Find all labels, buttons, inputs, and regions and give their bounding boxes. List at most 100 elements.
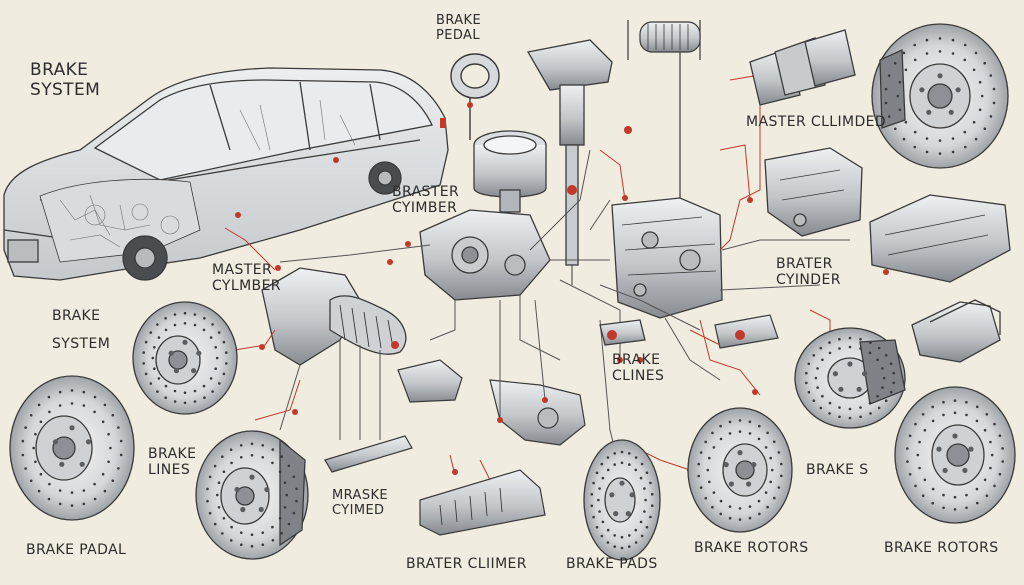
drill-hole — [164, 396, 167, 400]
drill-hole — [640, 534, 644, 538]
drill-hole — [828, 412, 831, 415]
label-line: BRAKE — [612, 352, 661, 368]
drill-hole — [848, 336, 852, 340]
drill-hole — [906, 460, 909, 463]
label-line: BRAKE — [148, 446, 197, 462]
drill-hole — [918, 440, 921, 444]
lug-bolt — [258, 506, 264, 513]
drill-hole — [47, 497, 51, 501]
drill-hole — [164, 328, 168, 332]
drill-hole — [70, 491, 74, 494]
drill-hole — [283, 481, 287, 485]
drill-hole — [985, 494, 989, 498]
drill-hole — [222, 517, 226, 520]
drill-hole — [697, 462, 700, 466]
drill-hole — [292, 511, 296, 515]
rotor-drill-holes — [21, 37, 1004, 550]
drill-hole — [103, 489, 107, 493]
drill-hole — [704, 440, 707, 444]
drill-hole — [156, 390, 159, 393]
drill-hole — [894, 127, 897, 131]
brake-caliper-icon — [764, 147, 863, 237]
drill-hole — [271, 448, 275, 451]
drill-hole — [780, 462, 783, 466]
drill-hole — [101, 472, 105, 476]
drill-hole — [261, 456, 265, 459]
label-line: MRASKE — [332, 488, 389, 503]
drill-hole — [921, 494, 925, 498]
label-master-climded: MASTER CLLIMDED — [746, 114, 887, 130]
label-master-cylmber: MASTER CYLMBER — [212, 262, 281, 294]
drill-hole — [777, 451, 781, 454]
drill-hole — [240, 531, 243, 534]
drill-hole — [925, 38, 929, 42]
drill-hole — [990, 453, 994, 457]
lug-bolt — [926, 109, 932, 115]
drill-hole — [938, 37, 942, 40]
drill-hole — [213, 522, 217, 526]
drill-hole — [634, 541, 638, 544]
drill-hole — [772, 440, 776, 444]
label-line: BRAKE — [52, 308, 101, 324]
lug-bolt — [919, 87, 925, 93]
drill-hole — [965, 493, 968, 497]
label-mraske-cyimed: MRASKE CYIMED — [332, 488, 389, 519]
drill-hole — [157, 336, 161, 339]
drill-hole — [173, 400, 177, 403]
drill-hole — [250, 533, 254, 536]
drill-hole — [613, 463, 616, 466]
drill-hole — [34, 432, 37, 436]
drill-hole — [764, 491, 768, 494]
drill-hole — [992, 101, 996, 105]
drill-hole — [914, 422, 917, 426]
drill-hole — [699, 486, 703, 489]
drill-hole — [21, 439, 25, 443]
label-line: SYSTEM — [52, 336, 111, 353]
drill-hole — [975, 419, 979, 423]
drill-hole — [913, 58, 917, 62]
drill-hole — [708, 480, 711, 484]
drill-hole — [117, 467, 120, 470]
drill-hole — [814, 376, 818, 380]
drill-hole — [590, 493, 594, 496]
drill-hole — [639, 476, 643, 480]
lug-bolt — [79, 461, 85, 467]
drill-hole — [606, 456, 610, 459]
drill-hole — [892, 371, 895, 375]
drill-hole — [216, 493, 219, 497]
drill-hole — [82, 404, 86, 407]
drill-hole — [869, 412, 872, 415]
drill-hole — [965, 400, 968, 404]
drill-hole — [748, 432, 752, 435]
label-line: CYINDER — [776, 272, 841, 289]
drill-hole — [292, 475, 296, 479]
drill-hole — [951, 150, 955, 154]
label-brake-pads: BRAKE PADS — [566, 556, 658, 572]
drill-hole — [640, 462, 644, 466]
drill-hole — [600, 462, 604, 466]
drill-hole — [963, 130, 967, 134]
lug-bolt — [728, 481, 735, 487]
drill-hole — [634, 456, 638, 459]
drill-hole — [748, 505, 752, 508]
label-line: BRATER — [776, 256, 833, 272]
label-brater-cyinder: BRATER CYINDER — [776, 256, 841, 288]
suspension-knuckle-icon — [261, 267, 407, 366]
drill-hole — [206, 487, 209, 491]
drill-hole — [974, 137, 978, 141]
drill-hole — [213, 464, 217, 468]
drill-hole — [902, 137, 906, 141]
drill-hole — [807, 390, 811, 394]
label-brake-pedal: BRAKE PEDAL — [436, 13, 481, 44]
drill-hole — [628, 534, 631, 537]
drill-hole — [848, 407, 852, 411]
car-illustration — [3, 67, 449, 281]
drill-hole — [643, 510, 646, 513]
drill-hole — [931, 501, 934, 505]
label-line: CYLMBER — [212, 278, 281, 295]
lug-bolt — [942, 467, 948, 473]
drill-hole — [221, 532, 224, 535]
drill-hole — [597, 498, 600, 502]
drill-hole — [902, 51, 906, 55]
drill-hole — [58, 404, 62, 407]
